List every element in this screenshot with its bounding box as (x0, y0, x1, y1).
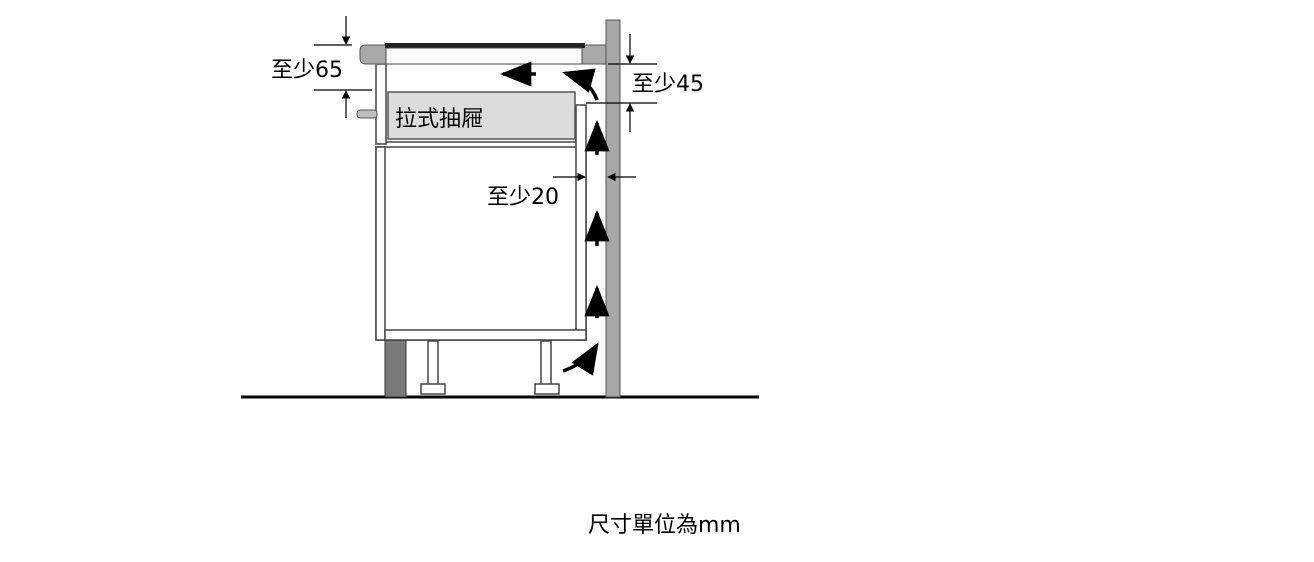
plinth (384, 339, 407, 398)
cabinet-inner-back (575, 104, 587, 341)
cabinet-body (375, 146, 587, 341)
side-gap-label: 至少20 (487, 185, 559, 210)
top-gap-label: 至少65 (271, 58, 343, 83)
dimension-top-gap (314, 16, 372, 118)
back-wall (605, 19, 621, 398)
hob-glass (385, 43, 585, 48)
airflow-arrows (499, 61, 610, 376)
cabinet-front-upright (375, 63, 387, 145)
wall-gap-label: 至少45 (632, 72, 704, 97)
hob-housing (385, 47, 583, 65)
dimension-wall-gap (586, 34, 657, 132)
drawer-label: 拉式抽屜 (395, 107, 483, 132)
unit-note: 尺寸單位為mm (588, 513, 741, 538)
cabinet-legs (420, 340, 560, 395)
cabinet-side-panel (375, 146, 386, 341)
drawer-handle (356, 109, 378, 119)
drawer (387, 91, 576, 140)
cabinet-bottom (384, 329, 587, 341)
